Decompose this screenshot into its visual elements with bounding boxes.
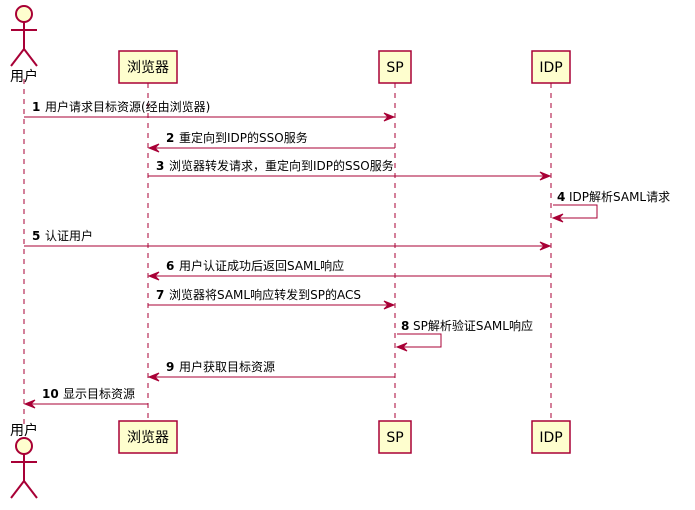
message-number: 7 [156,288,164,302]
participant-label: IDP [539,430,562,446]
participant-label: SP [386,60,403,76]
participant-idp: IDP [531,420,571,454]
participant-box [118,50,178,84]
participant-label: IDP [539,60,562,76]
message-number: 1 [32,100,40,114]
participant-sp: SP [378,50,412,84]
message-number: 5 [32,229,40,243]
arrowhead [551,213,564,223]
message-label: SP解析验证SAML响应 [413,318,533,333]
message-label: 用户认证成功后返回SAML响应 [179,258,344,273]
actor-user: 用户 [10,422,38,499]
message-2: 2 重定向到IDP的SSO服务 [147,130,395,153]
message-number: 8 [401,319,409,333]
message-1: 1 用户请求目标资源(经由浏览器) [24,99,396,122]
actor-head [15,437,33,455]
participant-box [378,420,412,454]
actor-user: 用户 [10,5,38,85]
message-number: 10 [42,387,59,401]
actor-head [15,5,33,23]
participant-label: 浏览器 [127,60,169,76]
actor-leg-right [23,480,38,499]
message-10: 10 显示目标资源 [23,387,148,409]
arrowhead [539,171,552,181]
message-number: 2 [166,131,174,145]
arrowhead [147,271,160,281]
arrowhead [23,399,36,409]
message-line [553,204,598,219]
participant-box [531,50,571,84]
arrowhead [395,342,408,352]
message-label: 认证用户 [45,228,93,243]
actor-leg-left [10,480,25,499]
participants-top: 用户 浏览器 SP IDP [10,5,571,85]
message-3: 3 浏览器转发请求，重定向到IDP的SSO服务 [148,158,552,181]
message-8: 8 SP解析验证SAML响应 [395,318,533,352]
messages: 1 用户请求目标资源(经由浏览器) 2 重定向到IDP的SSO服务 3 浏览器转发请求，重… [23,99,670,409]
message-line [397,333,442,348]
participant-box [531,420,571,454]
arrowhead [383,112,396,122]
message-label: 重定向到IDP的SSO服务 [179,130,308,145]
arrowhead [147,143,160,153]
message-6: 6 用户认证成功后返回SAML响应 [147,258,551,281]
arrowhead [383,300,396,310]
arrowhead [539,241,552,251]
participant-box [378,50,412,84]
message-label: 浏览器将SAML响应转发到SP的ACS [169,287,361,302]
actor-leg-right [23,48,38,67]
message-number: 6 [166,259,174,273]
message-label: 浏览器转发请求，重定向到IDP的SSO服务 [169,158,394,173]
message-label: 用户请求目标资源(经由浏览器) [45,99,210,114]
message-label: 用户获取目标资源 [179,359,275,374]
lifelines [23,79,552,429]
actor-label: 用户 [10,68,38,85]
arrowhead [147,372,160,382]
message-label: 显示目标资源 [63,387,135,401]
message-number: 4 [557,190,565,204]
participant-label: SP [386,430,403,446]
participant-box [118,420,178,454]
message-label: IDP解析SAML请求 [569,190,670,204]
message-5: 5 认证用户 [24,228,552,251]
message-4: 4 IDP解析SAML请求 [551,190,670,223]
participant-sp: SP [378,420,412,454]
message-number: 9 [166,360,174,374]
participant-idp: IDP [531,50,571,84]
actor-leg-left [10,48,25,67]
message-9: 9 用户获取目标资源 [147,359,395,382]
participant-browser: 浏览器 [118,420,178,454]
participants-bottom: 用户 浏览器 SP IDP [10,420,571,499]
actor-label: 用户 [10,422,38,439]
participant-label: 浏览器 [127,430,169,446]
participant-browser: 浏览器 [118,50,178,84]
message-number: 3 [156,159,164,173]
message-7: 7 浏览器将SAML响应转发到SP的ACS [148,287,396,310]
